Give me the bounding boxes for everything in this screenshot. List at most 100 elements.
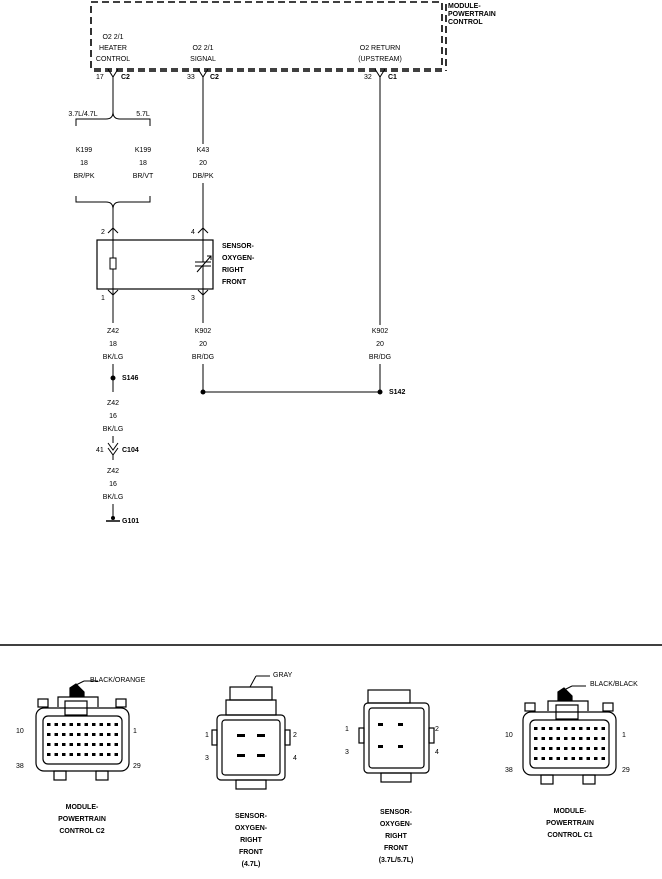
pcm-c2-cavity: [92, 743, 96, 746]
pcm-c1-cavity: [586, 757, 590, 760]
pcm-c1-cavity: [556, 737, 560, 740]
pcm-c2-cavity: [47, 733, 51, 736]
splice-s142-right-dot: [377, 389, 383, 395]
o2-37-pin-3: 3: [345, 749, 349, 756]
pcm-c1-cavity: [601, 727, 605, 730]
pcm-c2-cavity: [47, 743, 51, 746]
o2-47-color: GRAY: [273, 672, 293, 679]
engine-variant-bracket-top: [75, 111, 151, 126]
pcm-pin-17-symbol: [107, 68, 119, 82]
pcm-c1-cavity: [579, 737, 583, 740]
pcm-c2-cavity: [47, 723, 51, 726]
pcm-c1-cavity: [571, 727, 575, 730]
pcm-c2-cavity: [107, 733, 111, 736]
o2-37-connector-drawing: [358, 689, 435, 783]
ground-label: G101: [122, 518, 140, 525]
sensor-pin-3: 3: [191, 295, 195, 302]
pcm-c1-pin-10: 10: [505, 732, 513, 739]
o2-47-cavity: [237, 734, 245, 737]
pcm-c2-cavity: [77, 733, 81, 736]
pcm-c2-cavity: [62, 723, 66, 726]
pcm-c2-connector-drawing: [35, 680, 130, 781]
o2-37-cavity: [398, 745, 403, 748]
pcm-c1-pin-29: 29: [622, 767, 630, 774]
pcm-c2-cavity: [84, 753, 88, 756]
pcm-c2-cavity: [69, 753, 73, 756]
pcm-c1-connector-drawing: [522, 685, 617, 785]
pcm-c1-cavity: [534, 757, 538, 760]
pcm-c1-cavity: [549, 727, 553, 730]
pcm-c2-cavity: [77, 723, 81, 726]
pcm-c1-cavity: [579, 747, 583, 750]
pcm-c1-cavity: [564, 737, 568, 740]
pcm-c2-cavity: [114, 723, 118, 726]
c104-connector-symbol: [107, 442, 119, 460]
pcm-c2-cavity: [114, 743, 118, 746]
pcm-c2-cavity: [69, 743, 73, 746]
pcm-c2-cavity: [99, 723, 103, 726]
pcm-c2-cavity: [99, 743, 103, 746]
o2-47-cavity: [237, 754, 245, 757]
pcm-c1-cavity: [571, 737, 575, 740]
pcm-c2-cavity: [84, 723, 88, 726]
pcm-c1-cavity: [579, 757, 583, 760]
cavity-32: 32: [364, 74, 372, 81]
pcm-c2-pin-10: 10: [16, 728, 24, 735]
pcm-c1-cavity: [541, 737, 545, 740]
pcm-c1-cavity: [541, 727, 545, 730]
pcm-c1-cavity: [586, 737, 590, 740]
pcm-c2-cavity: [99, 753, 103, 756]
pcm-c1-cavity: [571, 747, 575, 750]
pcm-c1-cavity: [534, 737, 538, 740]
pcm-c1-cavity: [549, 757, 553, 760]
pcm-c2-cavity: [62, 743, 66, 746]
pcm-c2-cavity: [114, 753, 118, 756]
pcm-c1-cavity: [564, 727, 568, 730]
pcm-c2-cavity: [107, 753, 111, 756]
variant-left-label: 3.7L/4.7L: [68, 111, 98, 118]
pcm-c2-pin-1: 1: [133, 728, 137, 735]
pcm-c1-cavity: [586, 747, 590, 750]
pcm-c1-cavity: [564, 757, 568, 760]
pcm-c2-cavity: [92, 733, 96, 736]
pcm-c1-cavity: [571, 757, 575, 760]
pcm-c2-pin-29: 29: [133, 763, 141, 770]
pcm-c1-cavity: [541, 747, 545, 750]
o2-47-pin-3: 3: [205, 755, 209, 762]
pcm-c2-cavity: [69, 723, 73, 726]
c104-cavity: 41: [96, 447, 104, 454]
pcm-c1-cavity: [601, 757, 605, 760]
cavity-17: 17: [96, 74, 104, 81]
pcm-c2-cavity: [62, 733, 66, 736]
pcm-c2-cavity: [114, 733, 118, 736]
o2-47-cavity: [257, 754, 265, 757]
o2-37-pin-4: 4: [435, 749, 439, 756]
splice-s146-label: S146: [122, 375, 139, 382]
pcm-c2-cavity: [77, 743, 81, 746]
pcm-c1-pin-1: 1: [622, 732, 626, 739]
pcm-c1-cavity: [549, 747, 553, 750]
pcm-c2-cavity: [107, 723, 111, 726]
splice-s142-left-dot: [200, 389, 206, 395]
o2-47-cavity: [257, 734, 265, 737]
o2-37-cavity: [378, 745, 383, 748]
sensor-pin-2: 2: [101, 229, 105, 236]
sensor-pin-4: 4: [191, 229, 195, 236]
cavity-33: 33: [187, 74, 195, 81]
pcm-pin-33-symbol: [197, 68, 209, 82]
splice-s142-label: S142: [389, 389, 406, 396]
c104-label: C104: [122, 447, 139, 454]
pcm-c2-cavity: [54, 733, 58, 736]
pcm-c2-cavity: [54, 743, 58, 746]
pcm-c1-color: BLACK/BLACK: [590, 681, 638, 688]
